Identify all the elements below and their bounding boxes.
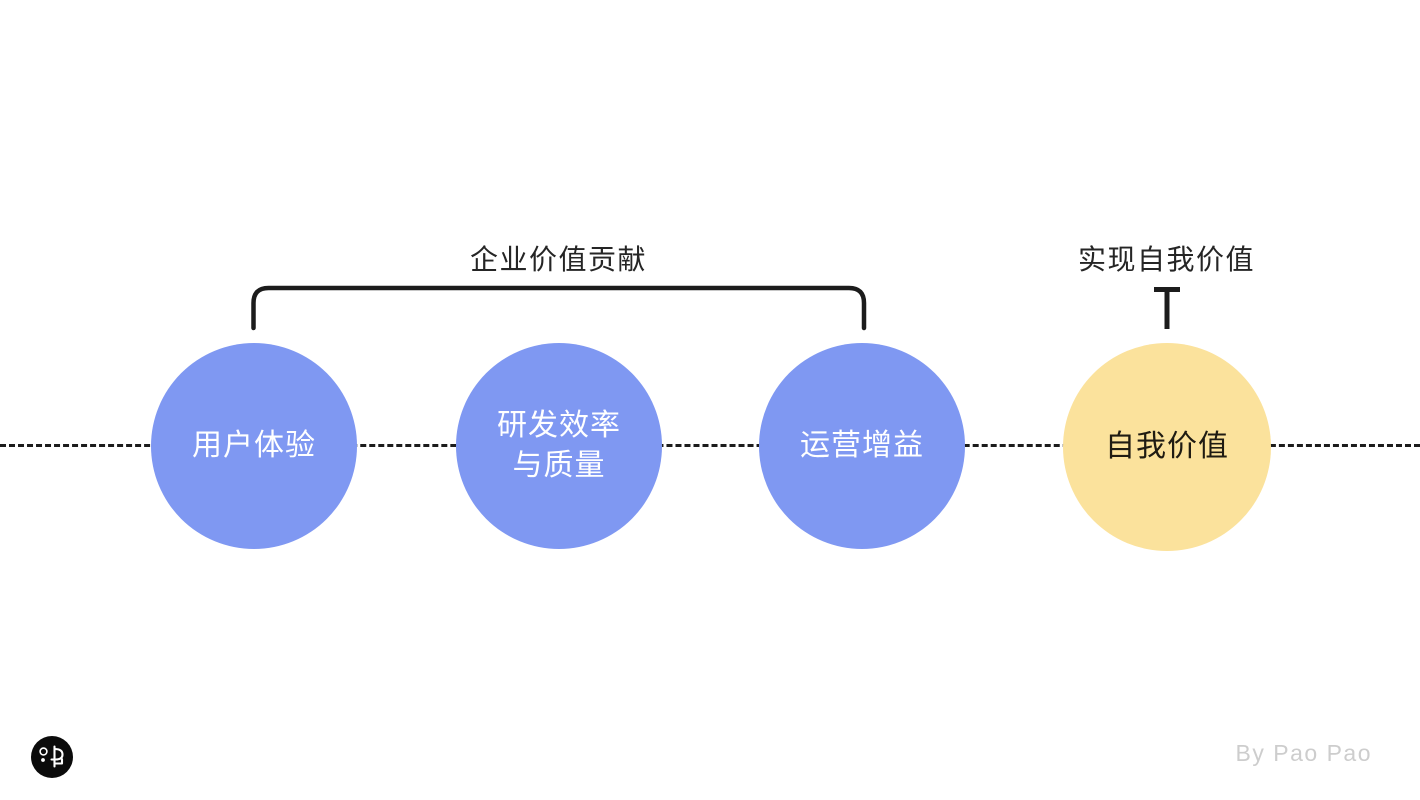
node-label-operation-gain: 运营增益 bbox=[800, 429, 924, 463]
node-user-experience[interactable]: 用户体验 bbox=[151, 343, 357, 549]
node-label-user-experience: 用户体验 bbox=[192, 429, 316, 463]
baseline-dashed-axis bbox=[0, 444, 1420, 447]
self-value-tee-path bbox=[1154, 287, 1180, 329]
enterprise-bracket-path bbox=[251, 285, 867, 331]
pao-pao-logo-icon bbox=[31, 736, 73, 778]
node-rd-efficiency[interactable]: 研发效率 与质量 bbox=[456, 343, 662, 549]
node-operation-gain[interactable]: 运营增益 bbox=[759, 343, 965, 549]
watermark-by-pao-pao: By Pao Pao bbox=[1235, 740, 1372, 766]
caption-enterprise-value: 企业价值贡献 bbox=[470, 244, 648, 275]
node-self-value[interactable]: 自我价值 bbox=[1063, 343, 1271, 551]
caption-self-value: 实现自我价值 bbox=[1078, 244, 1256, 275]
node-label-rd-efficiency: 研发效率 与质量 bbox=[497, 409, 621, 482]
node-label-self-value: 自我价值 bbox=[1105, 430, 1229, 464]
